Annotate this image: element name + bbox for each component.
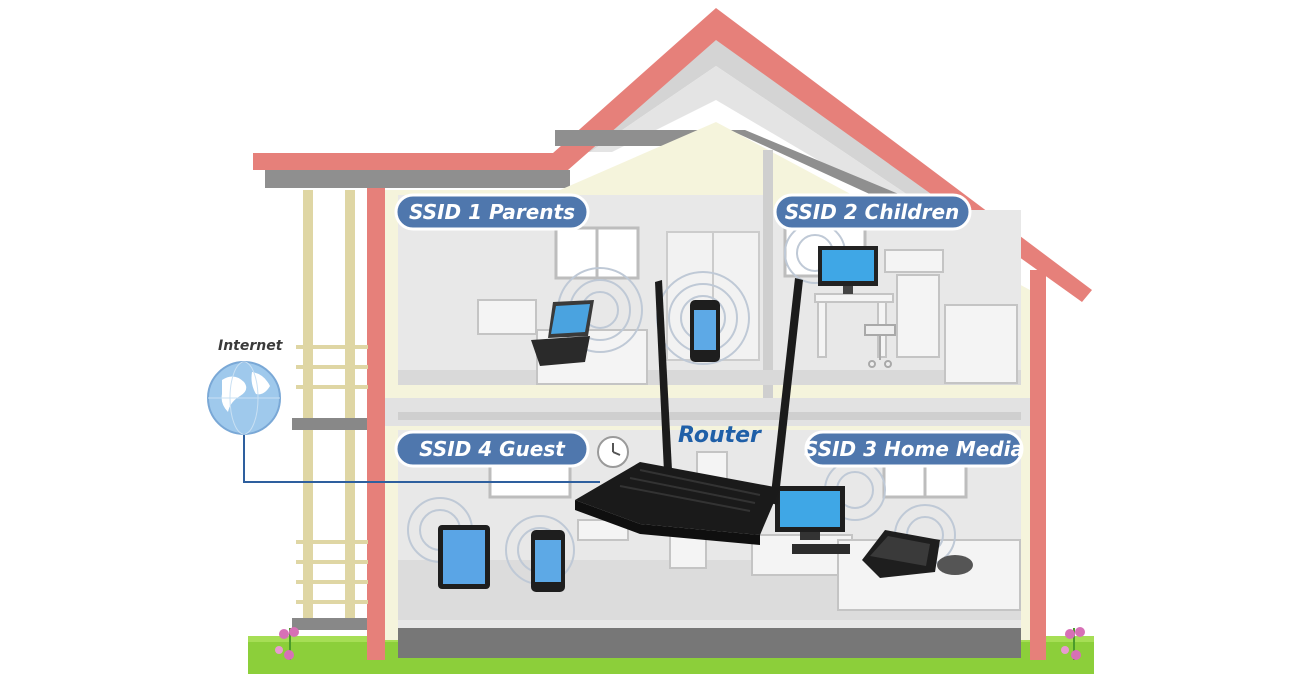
tablet-icon [438, 525, 490, 589]
left-wall [367, 188, 385, 660]
ssid2-label: SSID 2 Children [773, 193, 972, 231]
svg-text:SSID 2 Children: SSID 2 Children [785, 200, 960, 224]
flower-icon [275, 627, 299, 660]
smartphone-icon [531, 530, 565, 592]
right-wall [1030, 270, 1046, 660]
laptop-icon [531, 300, 594, 366]
ssid1-label: SSID 1 Parents [394, 193, 590, 231]
ssid4-label: SSID 4 Guest [394, 430, 590, 468]
internet-cable [243, 430, 600, 483]
desktop-monitor-icon [818, 246, 878, 294]
router-label: Router [678, 423, 762, 448]
roof [253, 8, 1092, 302]
tv-icon [775, 486, 850, 554]
furniture [477, 249, 1021, 611]
eave [265, 170, 570, 188]
foundation [398, 628, 1021, 658]
clock-icon [597, 436, 629, 468]
svg-text:SSID 4 Guest: SSID 4 Guest [419, 437, 566, 461]
globe-icon [207, 361, 281, 435]
svg-text:SSID 1 Parents: SSID 1 Parents [409, 200, 575, 224]
flower-icon [1061, 627, 1085, 660]
internet-label: Internet [218, 338, 284, 354]
smartphone-icon [690, 300, 720, 362]
balcony-stairs [292, 190, 368, 630]
game-console-icon [862, 530, 940, 578]
router-icon [575, 278, 803, 545]
svg-text:SSID 3 Home Media: SSID 3 Home Media [804, 437, 1024, 461]
ssid3-label: SSID 3 Home Media [804, 430, 1024, 468]
office-chair [864, 324, 896, 368]
gamepad-icon [937, 555, 973, 575]
